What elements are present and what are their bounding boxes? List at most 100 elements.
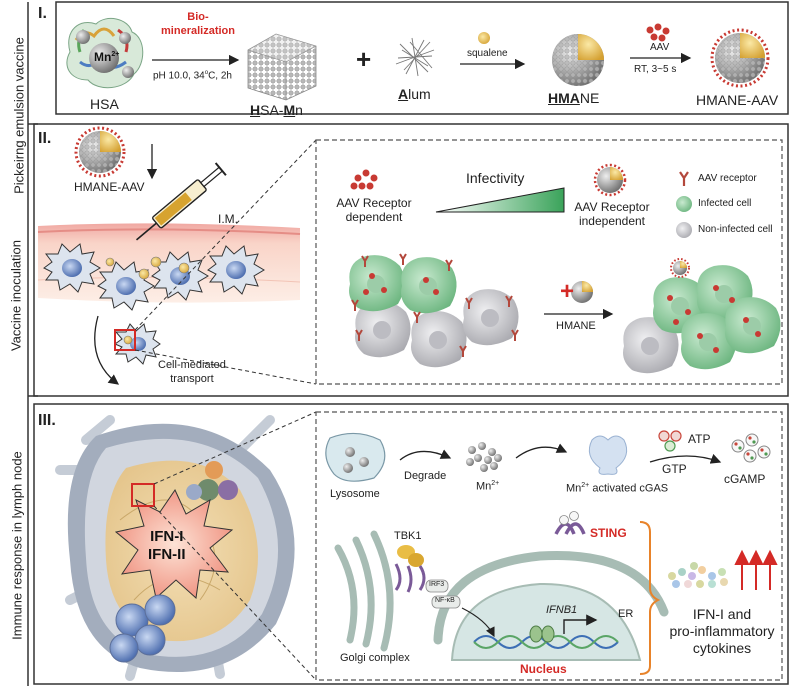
sting-label: STING (590, 526, 627, 540)
hmane-aav-particle-icon (710, 28, 770, 88)
hsa-mn-h: H (250, 102, 261, 118)
atp-label: ATP (688, 432, 711, 446)
mn-label: Mn2+ (476, 480, 499, 493)
section-2-frame (33, 123, 789, 397)
biomineralization-line-2: mineralization (161, 25, 235, 37)
hsa-mn-nanocrystal-icon (247, 33, 317, 101)
nfkb-box (431, 595, 461, 609)
gtp-label: GTP (662, 462, 687, 476)
cgas-mn: Mn (566, 482, 582, 495)
conditions-part-1: pH 10.0, 34 (153, 70, 205, 82)
ifn-1: IFN-I (150, 528, 184, 545)
upregulation-arrows-icon (734, 549, 778, 590)
hmane-arrow-label: HMANE (556, 320, 596, 332)
output-label: IFN-I and pro-inflammatory cytokines (664, 606, 780, 657)
zoom-line-lower-3 (153, 505, 317, 681)
biomineralization-label: Bio- mineralization (160, 10, 236, 38)
hmane-ne: NE (579, 90, 600, 106)
nucleus-entry-arrow (461, 607, 495, 638)
cells-after-group (623, 258, 781, 374)
im-label: I.M. (218, 212, 238, 226)
receptor-independent-label: AAV Receptor independent (570, 200, 654, 228)
biomineralization-line-1: Bio- (187, 11, 209, 23)
ifnb1-label: IFNB1 (546, 604, 578, 616)
ifn-label: IFN-I IFN-II (148, 528, 186, 564)
alum-a: A (398, 86, 409, 102)
legend-aav-receptor-icon (679, 171, 689, 186)
nfkb-label: NF-κB (435, 597, 455, 604)
mn-label-charge: 2+ (491, 480, 500, 487)
cgamp-arrow (649, 453, 722, 464)
legend-noninfected-label: Non-infected cell (698, 224, 773, 235)
cytokine-particles-icon (668, 562, 728, 588)
golgi-label: Golgi complex (340, 652, 410, 664)
legend-receptor-label: AAV receptor (698, 173, 757, 184)
tbk1-icon (394, 545, 426, 593)
receptor-dependent-label: AAV Receptor dependent (332, 196, 416, 224)
legend-noninfected-icon (676, 222, 692, 238)
degrade-label: Degrade (404, 470, 447, 482)
alum-fibers-icon (395, 37, 435, 77)
section-1-frame (55, 1, 789, 115)
mn-charge: 2+ (111, 51, 120, 58)
cgamp-label: cGAMP (724, 472, 766, 486)
ifn-star-burst (114, 488, 234, 599)
side-label-section-1: Pickeirng emulsion vaccine (11, 37, 27, 194)
atp-gtp-icon (658, 430, 682, 452)
degrade-arrow (399, 449, 452, 461)
cytokine-bracket (639, 521, 661, 675)
nucleus-icon (450, 582, 642, 661)
mn-text: Mn (94, 50, 112, 64)
migrating-dendritic-cell (113, 323, 161, 365)
zoom-line-lower (134, 349, 317, 385)
injected-hmane-aav-icon (74, 126, 126, 178)
hmane-small-icon (571, 281, 593, 303)
independent-line-2: independent (578, 214, 646, 228)
output-line-1: IFN-I and (692, 606, 752, 622)
hsa-mn-ion-label: Mn2+ (94, 50, 119, 64)
hsa-label: HSA (90, 96, 119, 112)
cgamp-icon (731, 433, 771, 463)
hmane-aav-label: HMANE-AAV (696, 92, 779, 108)
side-label-section-2: Vaccine inoculation (8, 239, 24, 352)
hsa-mn-m: M (283, 102, 296, 118)
conditions-degree: o (204, 70, 209, 76)
cgas-enzyme-icon (588, 435, 628, 475)
squalene-droplet-icon (478, 32, 490, 44)
syringe-icon (135, 162, 227, 241)
mn-label-text: Mn (476, 480, 492, 493)
section-1-numeral: I. (38, 5, 47, 22)
nucleus-label: Nucleus (520, 662, 567, 676)
signaling-detail-box (315, 411, 783, 681)
transport-line-1: Cell-mediated (158, 359, 226, 371)
cgas-charge: 2+ (581, 482, 590, 489)
transport-label: Cell-mediated transport (158, 358, 226, 386)
conditions-part-2: C, 2h (208, 70, 232, 82)
hmane-label: HMANE (548, 90, 599, 106)
zoom-box-section2 (114, 329, 136, 351)
infectivity-label: Infectivity (466, 170, 525, 186)
lymph-node-immune-cells (186, 461, 238, 501)
hmane-hma: HMA (548, 90, 580, 106)
dendritic-cells (43, 243, 265, 311)
lysosome-label: Lysosome (330, 488, 380, 500)
sting-icon (554, 511, 586, 535)
rt-label: RT, 3~5 s (634, 64, 677, 75)
infectivity-gradient-wedge (435, 187, 565, 213)
cells-before-group (349, 253, 519, 368)
biomineralization-conditions: pH 10.0, 34oC, 2h (153, 70, 232, 81)
output-line-3: cytokines (692, 640, 752, 656)
legend-infected-icon (676, 196, 692, 212)
golgi-complex-icon (334, 530, 394, 652)
mn-ions-icon (466, 442, 502, 472)
section-3-frame (33, 403, 789, 685)
cgas-label: Mn2+ activated cGAS (566, 482, 668, 495)
transcription-arrow (563, 614, 598, 634)
er-label: ER (618, 608, 634, 620)
mn-ion-ball (89, 43, 119, 73)
section-3-numeral: III. (38, 412, 56, 429)
transport-arrow (94, 315, 120, 385)
hmane-particle-icon (552, 34, 604, 86)
